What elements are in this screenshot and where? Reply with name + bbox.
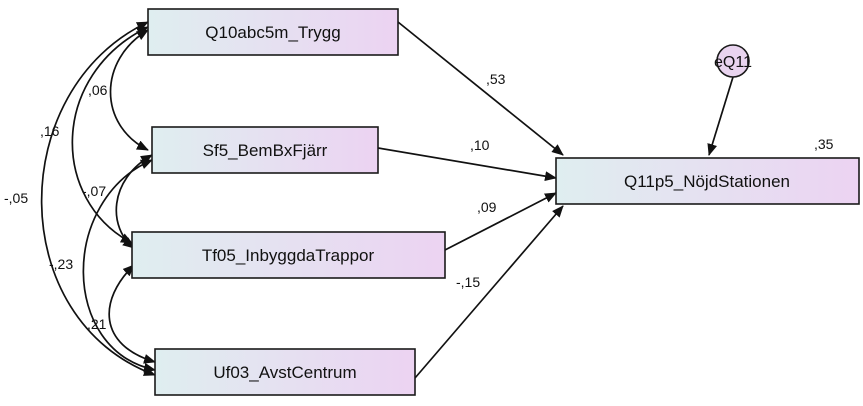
node-q11-label: Q11p5_NöjdStationen [624,172,790,191]
cov-label-tf05-uf03: ,21 [87,316,107,332]
cov-label-sf5-uf03: -,23 [49,256,73,272]
path-tf05-to-q11 [444,192,557,251]
error-term-eq11: eQ11 [714,44,752,78]
cov-q10-uf03 [40,21,156,376]
cov-tf05-uf03 [108,264,156,364]
cov-label-q10-tf05: ,16 [40,123,60,139]
node-q10: Q10abc5m_Trygg [147,8,399,56]
cov-sf5-uf03 [82,159,156,373]
error-term-label: eQ11 [714,54,752,71]
coef-q10-q11: ,53 [486,71,506,87]
cov-label-q10-sf5: ,06 [88,82,108,98]
cov-label-sf5-tf05: -,07 [82,183,106,199]
cov-q10-tf05 [71,26,149,244]
path-err-to-q11 [707,76,734,156]
node-uf03: Uf03_AvstCentrum [154,348,416,396]
coef-tf05-q11: ,09 [477,199,497,215]
r-squared-q11: ,35 [814,136,834,152]
path-q10-to-q11 [397,21,564,156]
coef-uf03-q11: -,15 [456,274,480,290]
node-q10-label: Q10abc5m_Trygg [205,23,340,42]
path-uf03-to-q11 [414,205,564,379]
node-tf05-label: Tf05_InbyggdaTrappor [202,246,375,265]
node-sf5: Sf5_BemBxFjärr [151,126,379,174]
path-sf5-to-q11 [377,147,557,182]
node-sf5-label: Sf5_BemBxFjärr [203,141,328,160]
cov-sf5-tf05 [115,154,153,249]
cov-label-q10-uf03: -,05 [4,190,28,206]
node-tf05: Tf05_InbyggdaTrappor [131,231,446,279]
node-q11: Q11p5_NöjdStationen [555,157,860,205]
node-uf03-label: Uf03_AvstCentrum [213,363,356,382]
coef-sf5-q11: ,10 [470,137,490,153]
